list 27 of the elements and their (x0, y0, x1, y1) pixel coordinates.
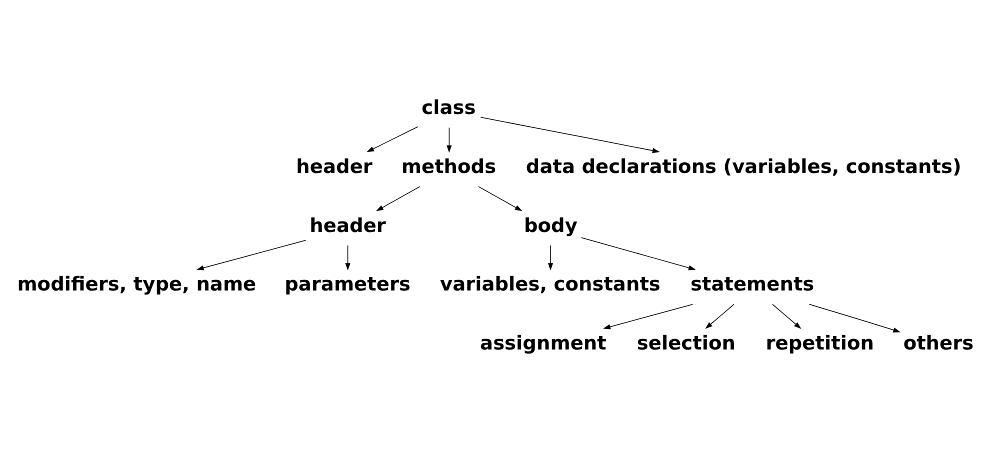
arrow (196, 239, 306, 270)
node-text: modifiers, type, name (17, 272, 256, 296)
node-text: header (310, 213, 386, 236)
arrow (705, 303, 734, 328)
node-text: header (296, 154, 372, 178)
arrow (376, 186, 420, 211)
node-text: others (903, 331, 974, 354)
arrow (478, 186, 522, 211)
arrow (446, 126, 452, 152)
node-text: parameters (284, 272, 410, 296)
arrow (603, 303, 694, 329)
node-text: variables, constants (440, 272, 660, 296)
node-text: repetition (766, 331, 874, 354)
node-text: body (524, 213, 578, 236)
node-text: selection (636, 331, 736, 354)
node-text: assignment (480, 331, 606, 354)
arrow (480, 116, 660, 153)
node-text: statements (690, 272, 814, 296)
arrow (366, 126, 418, 152)
node-text: data declarations (variables, constants) (526, 154, 962, 178)
arrow (772, 303, 802, 328)
node-text: methods (401, 154, 496, 178)
arrow (345, 244, 350, 270)
arrow (580, 236, 696, 270)
arrow (808, 303, 901, 332)
node-text: class (422, 96, 476, 119)
arrow (548, 244, 554, 270)
